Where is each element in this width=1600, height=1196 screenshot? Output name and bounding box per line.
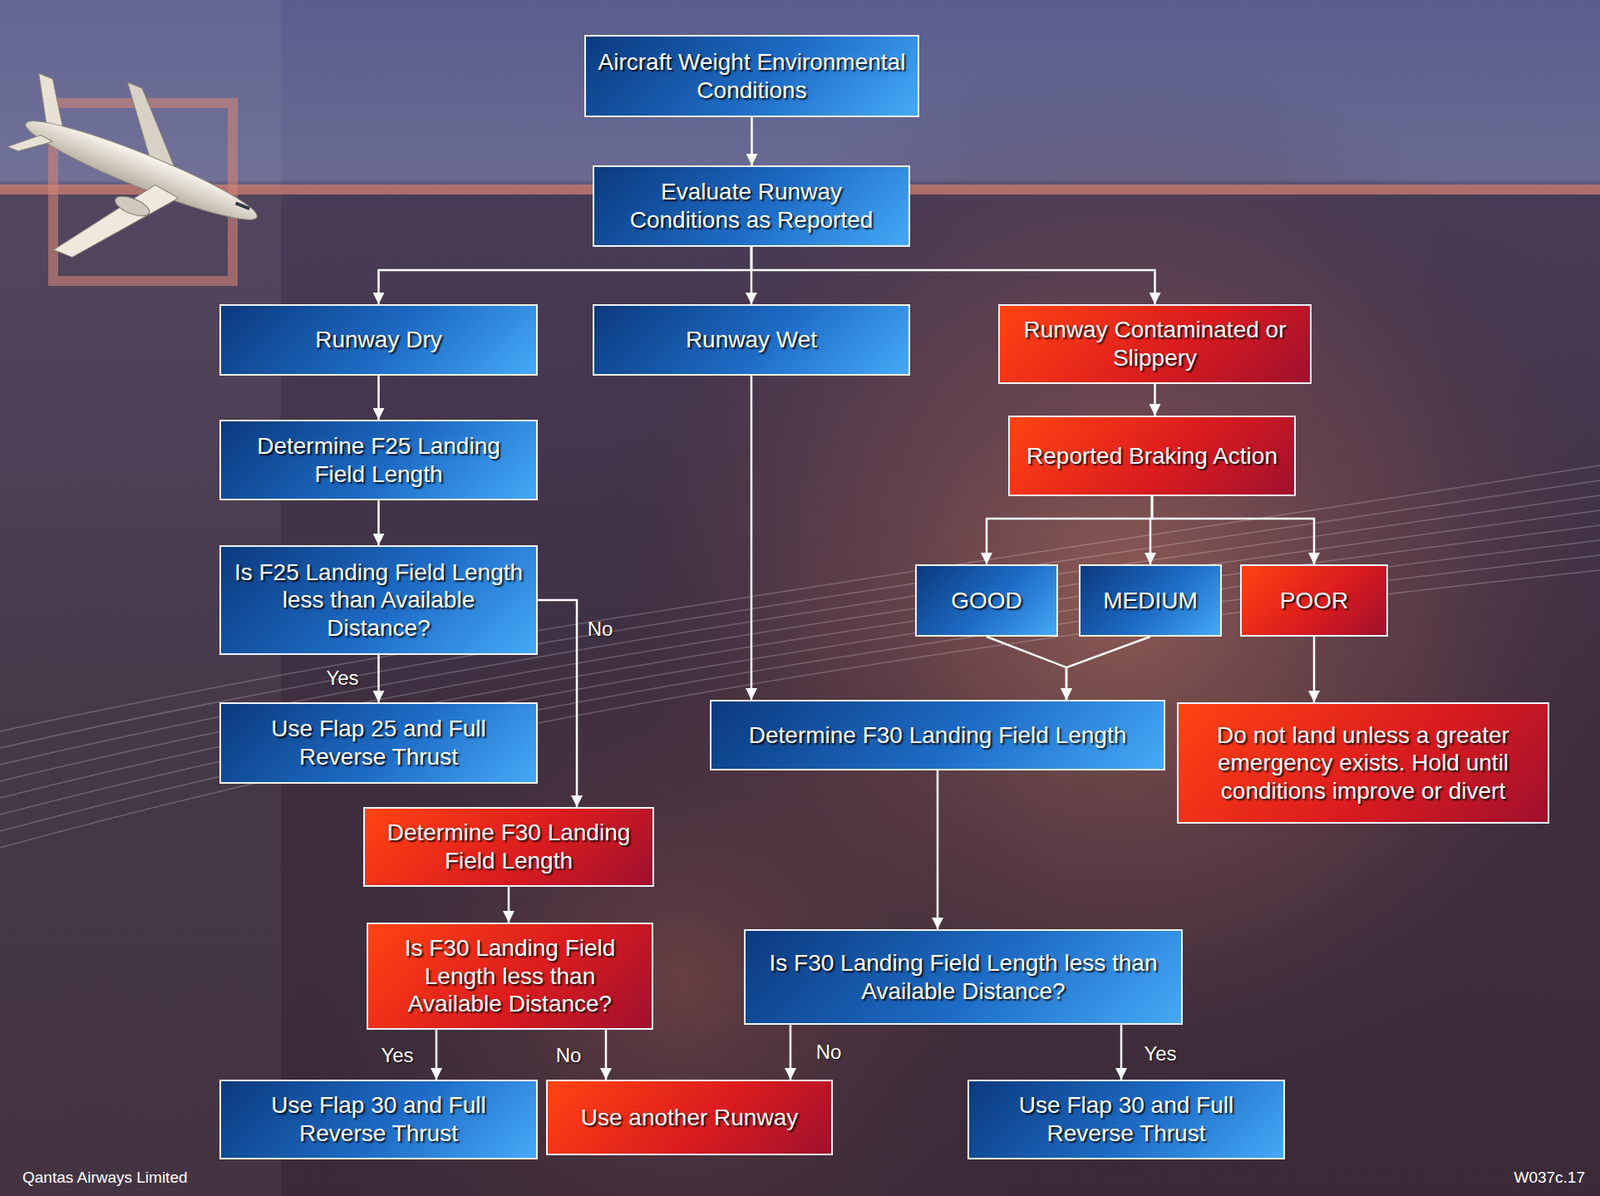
flow-arrow <box>751 246 1156 305</box>
flow-arrow <box>750 117 754 166</box>
process-box: Determine F30 Landing Field Length <box>363 807 655 887</box>
wave-lines <box>0 465 1600 848</box>
box-text: GOOD <box>950 586 1023 616</box>
edge-label: Yes <box>380 1043 414 1069</box>
process-box: Evaluate Runway Conditions as Reported <box>592 165 911 247</box>
flow-arrow <box>1313 636 1316 703</box>
option-box: MEDIUM <box>1078 564 1222 637</box>
flow-arrow <box>936 770 940 930</box>
decision-box: Is F30 Landing Field Length less than Av… <box>743 929 1183 1025</box>
box-text: Use Flap 30 and Full Reverse Thrust <box>231 1091 527 1148</box>
box-text: Do not land unless a greater emergency e… <box>1188 721 1538 806</box>
flow-arrow <box>986 496 1152 565</box>
flow-arrow <box>507 886 511 923</box>
box-text: Determine F25 Landing Field Length <box>231 432 527 488</box>
flow-arrow <box>605 1029 608 1080</box>
footer-label: Qantas Airways Limited <box>22 1168 188 1188</box>
option-box: POOR <box>1240 564 1389 637</box>
flow-arrow <box>1066 636 1151 700</box>
box-text: Use another Runway <box>580 1103 798 1133</box>
box-text: POOR <box>1280 586 1349 616</box>
action-box: Use Flap 25 and Full Reverse Thrust <box>219 702 538 784</box>
flow-arrow <box>435 1029 439 1080</box>
box-text: Runway Dry <box>315 325 442 355</box>
box-text: Determine F30 Landing Field Length <box>748 721 1128 750</box>
box-text: Is F30 Landing Field Length less than Av… <box>378 934 642 1019</box>
edge-label: Yes <box>1143 1042 1177 1067</box>
flow-arrow <box>1153 384 1157 416</box>
flow-arrow <box>377 375 380 420</box>
edge-label: No <box>556 1043 582 1069</box>
box-text: Aircraft Weight Environmental Conditions <box>595 48 908 104</box>
action-box: Use Flap 30 and Full Reverse Thrust <box>967 1079 1285 1160</box>
box-text: Is F25 Landing Field Length less than Av… <box>231 558 527 643</box>
action-box: Use another Runway <box>546 1079 833 1156</box>
flow-arrow <box>377 500 380 546</box>
condition-box: Runway Wet <box>592 304 911 376</box>
box-text: Use Flap 30 and Full Reverse Thrust <box>979 1091 1274 1148</box>
edge-label: No <box>587 617 614 642</box>
edge-label: No <box>816 1040 842 1065</box>
condition-box: Runway Contaminated or Slippery <box>998 304 1312 384</box>
process-box: Determine F30 Landing Field Length <box>709 699 1166 771</box>
decision-box: Is F30 Landing Field Length less than Av… <box>366 922 654 1030</box>
flow-arrow <box>379 246 753 305</box>
flow-arrow <box>986 636 1067 700</box>
flow-arrow <box>377 654 380 703</box>
edge-label: Yes <box>325 666 359 691</box>
flow-arrow <box>1120 1024 1123 1080</box>
decision-box: Is F25 Landing Field Length less than Av… <box>219 545 538 655</box>
footer-label: W037c.17 <box>1513 1168 1586 1188</box>
flow-arrow <box>1152 496 1315 565</box>
airplane <box>0 49 286 316</box>
process-box: Reported Braking Action <box>1008 415 1296 497</box>
flow-arrow <box>537 600 577 808</box>
process-box: Determine F25 Landing Field Length <box>219 419 538 501</box>
box-text: Determine F30 Landing Field Length <box>374 818 643 875</box>
option-box: GOOD <box>915 564 1059 637</box>
box-text: Runway Wet <box>685 325 818 355</box>
flow-arrow <box>789 1024 793 1080</box>
box-text: Evaluate Runway Conditions as Reported <box>604 177 899 234</box>
box-text: Runway Contaminated or Slippery <box>1009 315 1300 372</box>
flow-arrow <box>750 375 754 700</box>
warning-box: Do not land unless a greater emergency e… <box>1176 702 1550 824</box>
box-text: MEDIUM <box>1102 586 1198 616</box>
box-text: Is F30 Landing Field Length less than Av… <box>755 949 1172 1005</box>
box-text: Reported Braking Action <box>1026 442 1278 471</box>
box-text: Use Flap 25 and Full Reverse Thrust <box>231 714 527 771</box>
start-box: Aircraft Weight Environmental Conditions <box>584 34 920 118</box>
action-box: Use Flap 30 and Full Reverse Thrust <box>219 1079 538 1160</box>
condition-box: Runway Dry <box>219 304 538 376</box>
